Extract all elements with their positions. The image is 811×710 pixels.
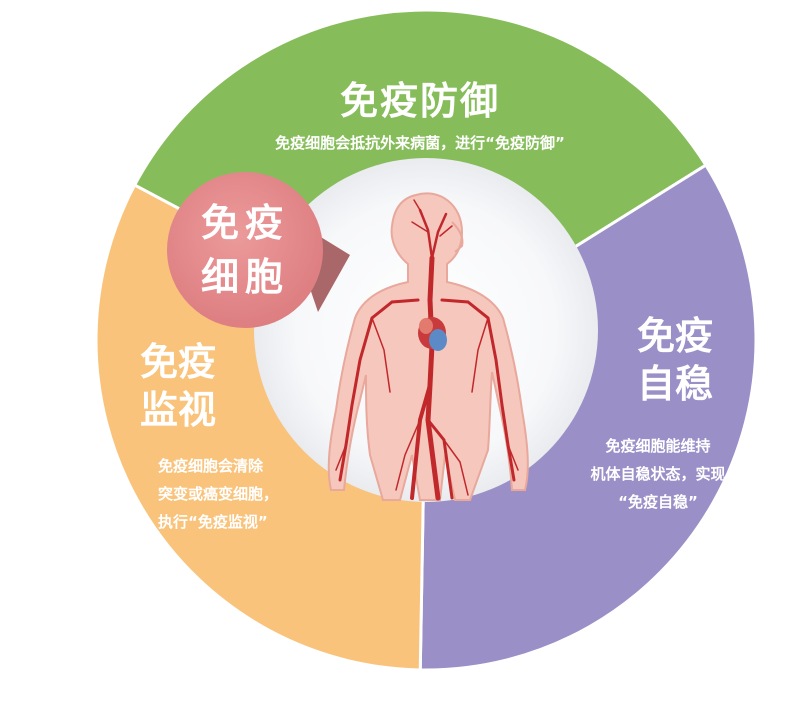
immune-stability-title: 免疫 自稳	[636, 314, 713, 406]
immune-cell-label: 免疫 细胞	[200, 201, 289, 299]
immune-cell-bubble	[167, 172, 350, 328]
immune-stability-description: 免疫细胞能维持 机体自稳状态，实现 “免疫自稳”	[590, 437, 726, 511]
immune-defense-description: 免疫细胞会抵抗外来病菌，进行“免疫防御”	[275, 134, 565, 152]
human-circulatory-system-icon	[327, 192, 529, 501]
immune-surveillance-description: 免疫细胞会清除 突变或癌变细胞， 执行“免疫监视”	[158, 457, 279, 531]
immune-surveillance-title: 免疫 监视	[139, 340, 216, 432]
immune-defense-title: 免疫防御	[339, 79, 500, 123]
